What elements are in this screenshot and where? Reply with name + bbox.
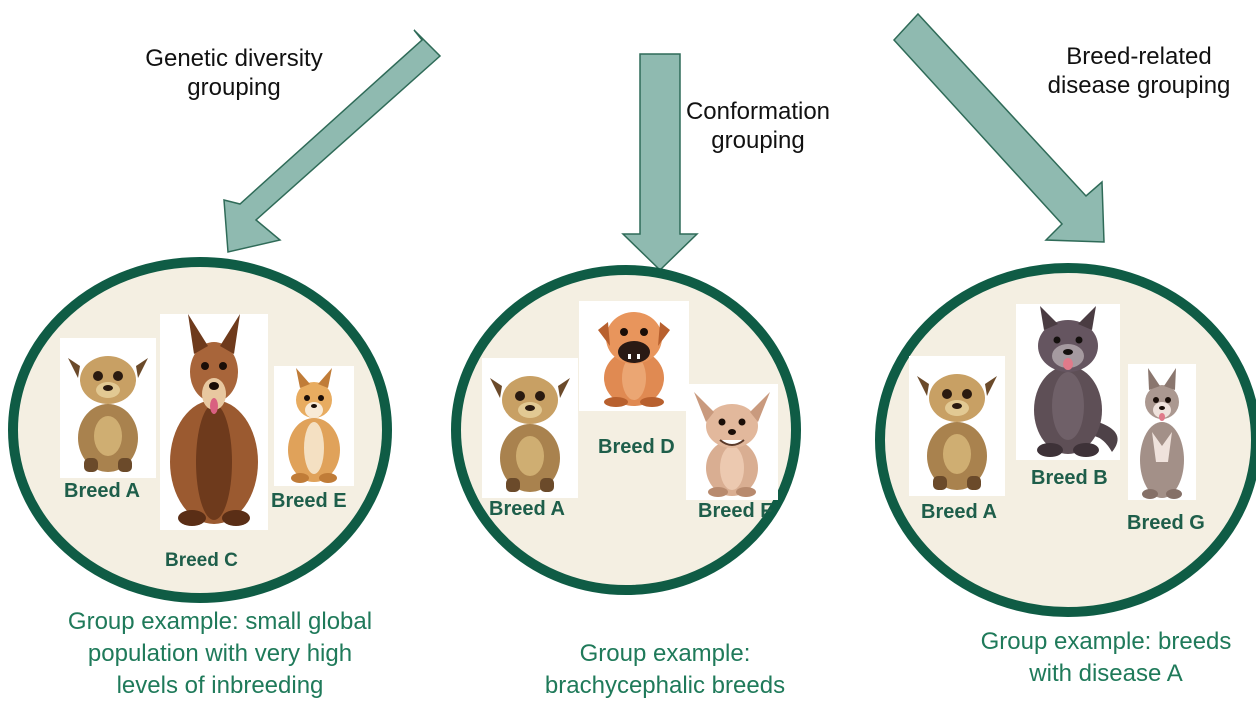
brown-large-dog-icon	[160, 314, 268, 530]
grey-dog-icon	[1128, 364, 1196, 500]
group-circle-conformation	[451, 265, 801, 595]
breed-label: Breed D	[598, 436, 675, 458]
arrow-conformation	[621, 53, 699, 272]
group-caption-conformation: Group example: brachycephalic breeds	[544, 640, 786, 699]
pug-dog-icon	[60, 338, 156, 478]
arrow-genetic-diversity	[223, 29, 442, 253]
arrow-label-disease: Breed-related disease grouping	[1047, 43, 1231, 99]
breed-label: Breed E	[271, 490, 347, 512]
orange-small-dog-icon	[274, 366, 354, 486]
bulldog-icon	[685, 383, 779, 501]
breed-label: Breed A	[489, 498, 565, 520]
breed-label: Breed C	[165, 550, 238, 571]
arrow-label-genetic-diversity: Genetic diversity grouping	[145, 45, 323, 101]
breed-label: Breed A	[64, 480, 140, 502]
breed-label: Breed B	[1031, 467, 1108, 489]
boxer-dog-icon	[579, 301, 689, 411]
dark-fluffy-dog-icon	[1016, 304, 1120, 460]
group-caption-disease: Group example: breeds with disease A	[980, 628, 1232, 687]
arrow-disease	[892, 12, 1105, 243]
breed-label: Breed G	[1127, 512, 1205, 534]
group-caption-genetic-diversity: Group example: small global population w…	[67, 608, 373, 699]
breed-label: Breed F	[698, 500, 773, 522]
breed-label: Breed A	[921, 501, 997, 523]
arrow-label-conformation: Conformation grouping	[685, 98, 831, 154]
pug-dog-icon	[482, 358, 578, 498]
pug-dog-icon	[909, 356, 1005, 496]
